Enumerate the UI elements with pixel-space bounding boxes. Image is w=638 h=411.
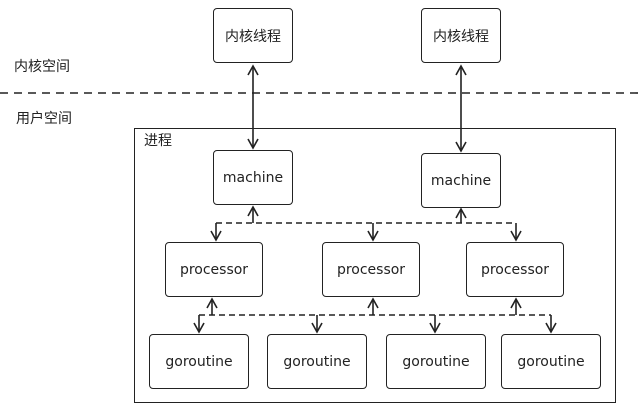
machine-box: machine: [421, 153, 501, 208]
processor-box: processor: [322, 242, 420, 297]
goroutine-box: goroutine: [386, 334, 486, 389]
process-container: [134, 128, 616, 403]
machine-processor-bus: [210, 205, 522, 242]
goroutine-box: goroutine: [267, 334, 367, 389]
processor-goroutine-bus: [193, 297, 557, 334]
kernel-space-label: 内核空间: [14, 59, 70, 75]
processor-box: processor: [466, 242, 564, 297]
goroutine-box: goroutine: [501, 334, 601, 389]
kernel-thread-box: 内核线程: [421, 8, 501, 63]
kernel-thread-box: 内核线程: [213, 8, 293, 63]
user-space-label: 用户空间: [16, 111, 72, 127]
processor-box: processor: [165, 242, 263, 297]
goroutine-box: goroutine: [149, 334, 249, 389]
machine-box: machine: [213, 150, 293, 205]
process-label: 进程: [144, 133, 172, 149]
